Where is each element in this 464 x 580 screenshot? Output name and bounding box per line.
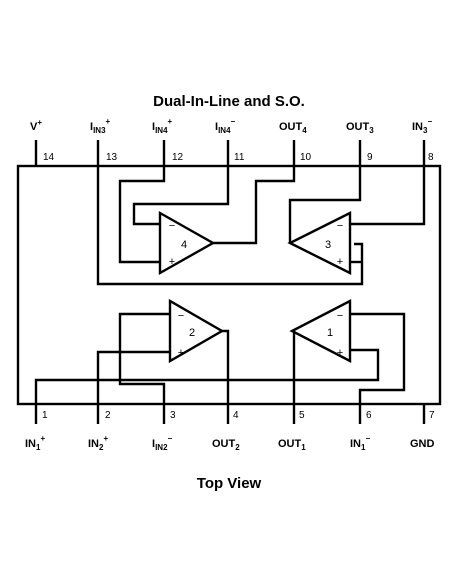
amplifier-labels: 4 − + 3 − + 2 − + 1 − + — [169, 220, 343, 359]
pin-label-14: V+ — [30, 118, 42, 133]
amplifier-3-minus: − — [337, 220, 343, 232]
pin-label-12: IIN4+ — [152, 117, 173, 135]
amplifier-1-plus: + — [337, 347, 343, 359]
pin-number-14: 14 — [43, 152, 55, 163]
pin-label-8: IN3− — [412, 117, 432, 135]
pin-label-2: IN2+ — [88, 434, 108, 452]
amplifier-2-triangle — [168, 298, 225, 364]
amplifier-1-triangle — [289, 299, 352, 363]
amplifier-4-triangle — [158, 210, 216, 276]
pin-label-13: IIN3+ — [90, 117, 111, 135]
amplifier-4-wiring — [96, 166, 364, 286]
diagram-title: Dual-In-Line and S.O. — [153, 93, 305, 110]
pin-label-4: OUT2 — [212, 438, 240, 452]
pin-label-1: IN1+ — [25, 434, 45, 452]
pin-label-7: GND — [410, 438, 435, 450]
amplifier-3-label: 3 — [325, 239, 331, 251]
view-caption: Top View — [197, 475, 262, 492]
top-pin-leads — [34, 140, 426, 166]
pin-number-3: 3 — [170, 410, 176, 421]
pin-number-11: 11 — [234, 152, 245, 163]
amplifier-1-minus: − — [337, 310, 343, 322]
pin-number-9: 9 — [367, 152, 373, 163]
top-pin-numbers: 14 13 12 11 10 9 8 — [43, 152, 434, 163]
pin-number-8: 8 — [428, 152, 434, 163]
pin-number-10: 10 — [300, 152, 312, 163]
top-pin-labels: V+ IIN3+ IIN4+ IIN4− OUT4 OUT3 IN3− — [30, 117, 432, 135]
pin-number-4: 4 — [233, 410, 239, 421]
pin-number-1: 1 — [42, 410, 48, 421]
pin-number-6: 6 — [366, 410, 372, 421]
amplifier-4-minus: − — [169, 220, 175, 232]
pin-number-7: 7 — [429, 410, 435, 421]
pin-label-11: IIN4− — [215, 117, 236, 135]
bottom-pin-leads — [34, 404, 426, 424]
amplifier-1-label: 1 — [327, 327, 333, 339]
pin-label-10: OUT4 — [279, 121, 307, 135]
pin-number-12: 12 — [172, 152, 184, 163]
pin-label-5: OUT1 — [278, 438, 306, 452]
pin-label-6: IN1− — [350, 434, 370, 452]
pin-label-3: IIN2− — [152, 434, 173, 452]
amplifier-4-plus: + — [169, 256, 175, 268]
pin-number-13: 13 — [106, 152, 118, 163]
pin-label-9: OUT3 — [346, 121, 374, 135]
pin-number-5: 5 — [299, 410, 305, 421]
amplifier-3-triangle — [287, 211, 352, 275]
pin-number-2: 2 — [105, 410, 111, 421]
amplifier-3-wiring — [288, 166, 426, 264]
bottom-pin-labels: IN1+ IN2+ IIN2− OUT2 OUT1 IN1− GND — [25, 434, 435, 452]
bottom-pin-numbers: 1 2 3 4 5 6 7 — [42, 410, 435, 421]
amplifier-2-minus: − — [178, 310, 184, 322]
amplifier-3-plus: + — [337, 256, 343, 268]
amplifier-2-wiring — [96, 312, 230, 404]
amplifier-2-label: 2 — [189, 327, 195, 339]
amplifier-1-wiring — [34, 312, 406, 404]
amplifier-2-plus: + — [178, 347, 184, 359]
amplifier-4-label: 4 — [181, 239, 187, 251]
